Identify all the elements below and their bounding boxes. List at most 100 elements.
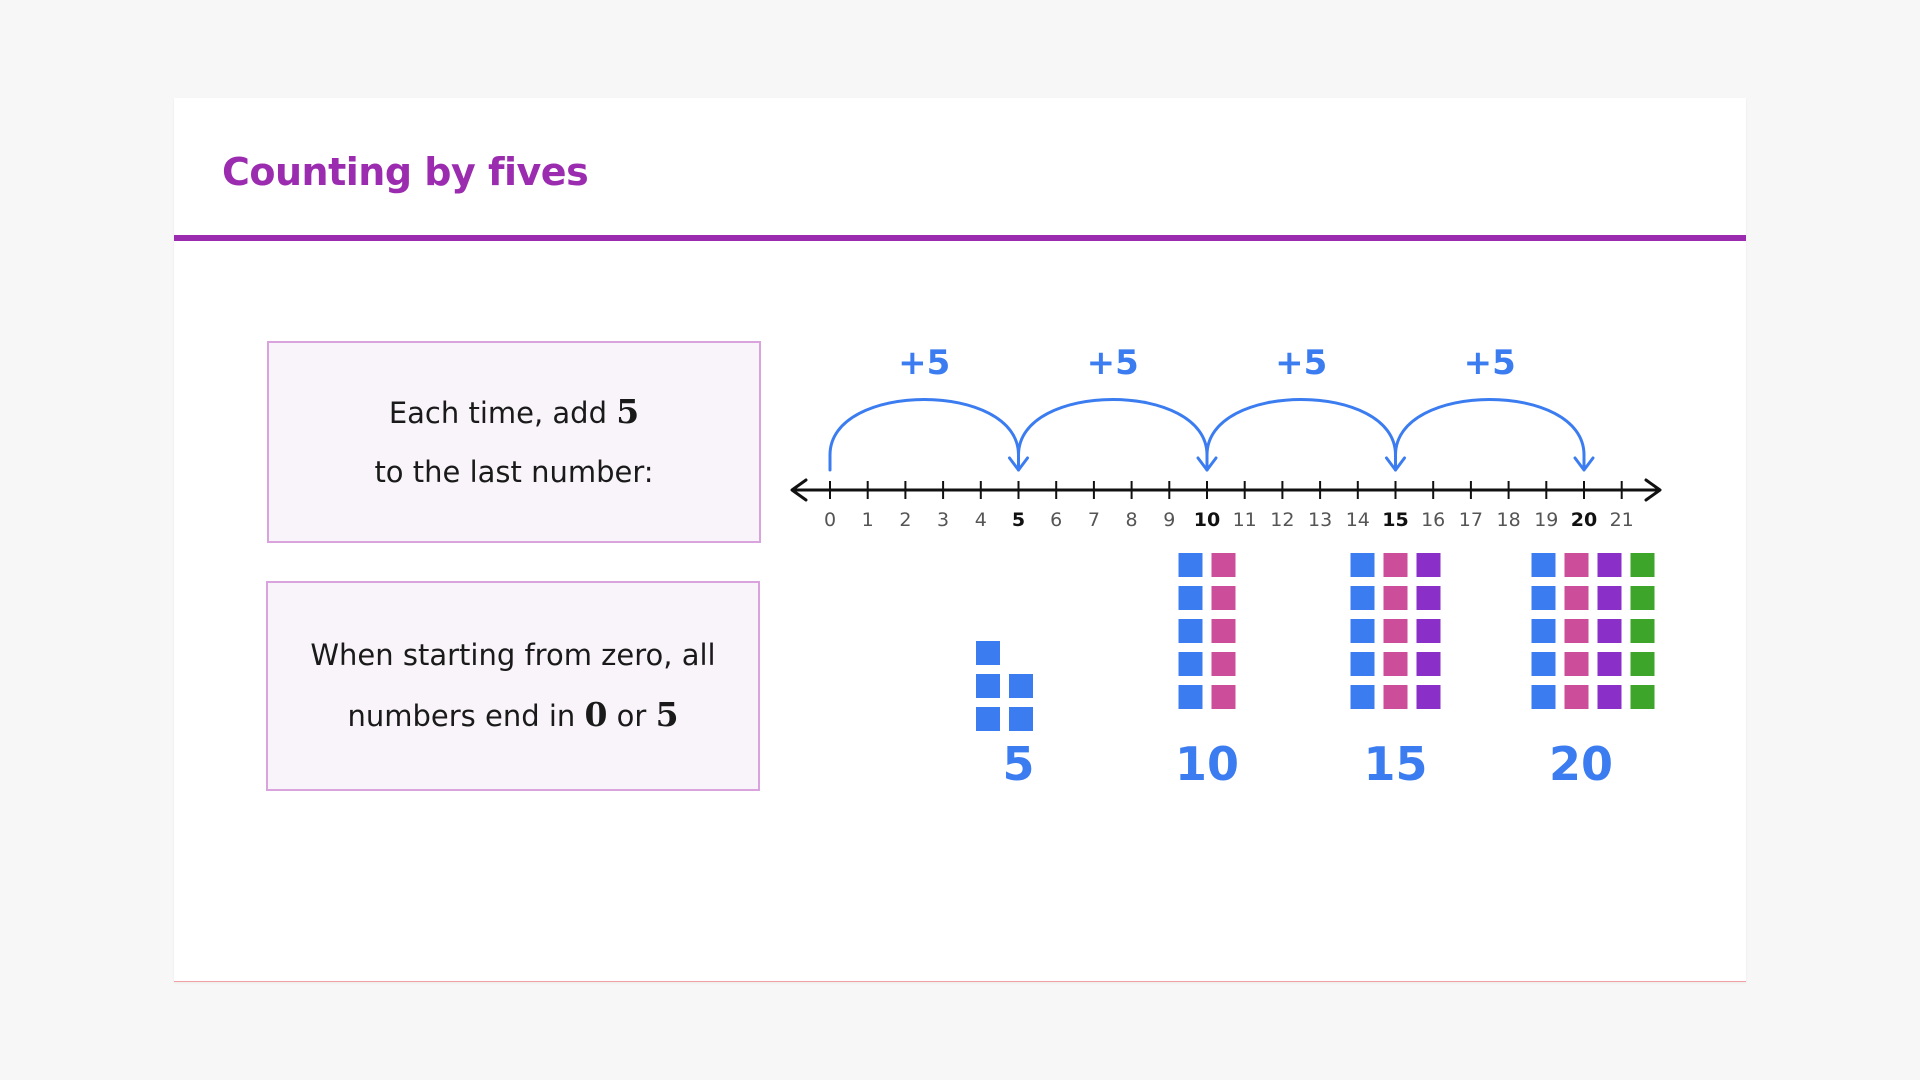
- count-block: [1630, 553, 1655, 577]
- tick-label: 19: [1534, 509, 1558, 531]
- count-block: [1531, 586, 1556, 610]
- right-arrowhead: [1644, 478, 1662, 502]
- count-block: [1531, 553, 1556, 577]
- count-block: [1350, 652, 1375, 676]
- tick-label: 12: [1270, 509, 1294, 531]
- count-block: [1564, 685, 1589, 709]
- count-block: [1630, 652, 1655, 676]
- count-block: [1597, 652, 1622, 676]
- jump-arrowhead: [1573, 456, 1595, 472]
- tick-label: 18: [1497, 509, 1521, 531]
- rule-box: Each time, add 5 to the last number:: [267, 341, 761, 543]
- count-block: [1178, 553, 1203, 577]
- tick-label: 13: [1308, 509, 1332, 531]
- count-block: [1211, 553, 1236, 577]
- group-total-label: 10: [1175, 737, 1239, 791]
- tick-label: 0: [824, 509, 836, 531]
- count-block: [1009, 674, 1033, 698]
- count-block: [1178, 619, 1203, 643]
- count-block: [1531, 685, 1556, 709]
- tick-label: 14: [1346, 509, 1370, 531]
- slide-title: Counting by fives: [222, 150, 589, 194]
- jump-label: +5: [1087, 343, 1139, 383]
- pattern-line-2: numbers end in 0 or 5: [347, 685, 678, 746]
- tick-label: 11: [1233, 509, 1257, 531]
- count-block: [1178, 652, 1203, 676]
- count-block: [1383, 619, 1408, 643]
- title-divider: [174, 235, 1746, 241]
- count-block: [1211, 619, 1236, 643]
- count-block: [1416, 619, 1441, 643]
- jump-label: +5: [1464, 343, 1516, 383]
- jump-label: +5: [898, 343, 950, 383]
- tick-label: 15: [1382, 509, 1408, 531]
- group-total-label: 20: [1549, 737, 1613, 791]
- tick-label: 2: [899, 509, 911, 531]
- group-total-label: 5: [1002, 737, 1034, 791]
- count-block: [1416, 685, 1441, 709]
- count-block: [1383, 652, 1408, 676]
- jump-label: +5: [1275, 343, 1327, 383]
- count-block: [1383, 553, 1408, 577]
- count-block: [1350, 553, 1375, 577]
- left-arrowhead: [790, 478, 808, 502]
- count-block: [1211, 685, 1236, 709]
- slide: Counting by fives Each time, add 5 to th…: [174, 98, 1746, 982]
- jump-arc: [828, 398, 1020, 472]
- rule-number: 5: [616, 392, 640, 431]
- pattern-text: numbers end in: [347, 699, 585, 733]
- count-block: [1178, 586, 1203, 610]
- jump-arc: [1394, 398, 1586, 472]
- count-block: [1009, 707, 1033, 731]
- tick-label: 8: [1126, 509, 1138, 531]
- tick-label: 16: [1421, 509, 1445, 531]
- count-block: [1564, 652, 1589, 676]
- count-block: [1211, 586, 1236, 610]
- count-block: [1531, 619, 1556, 643]
- rule-text: Each time, add: [388, 396, 617, 430]
- count-block: [1564, 619, 1589, 643]
- count-block: [1630, 685, 1655, 709]
- count-block: [1416, 586, 1441, 610]
- jump-arc: [1017, 398, 1209, 472]
- count-block: [1350, 685, 1375, 709]
- jump-arc: [1205, 398, 1397, 472]
- count-block: [1597, 619, 1622, 643]
- rule-line-1: Each time, add 5: [389, 382, 639, 443]
- tick-label: 5: [1012, 509, 1025, 531]
- tick-label: 17: [1459, 509, 1483, 531]
- pattern-digit-zero: 0: [584, 695, 608, 734]
- tick-label: 6: [1050, 509, 1062, 531]
- count-block: [1383, 685, 1408, 709]
- tick-label: 9: [1163, 509, 1175, 531]
- rule-line-2: to the last number:: [374, 455, 654, 489]
- count-block: [1630, 619, 1655, 643]
- count-block: [1630, 586, 1655, 610]
- count-block: [976, 641, 1000, 665]
- count-block: [1597, 586, 1622, 610]
- pattern-digit-five: 5: [655, 695, 679, 734]
- count-block: [1564, 553, 1589, 577]
- pattern-box: When starting from zero, all numbers end…: [266, 581, 760, 791]
- pattern-or-text: or: [607, 699, 656, 733]
- tick-label: 21: [1610, 509, 1634, 531]
- count-block: [976, 674, 1000, 698]
- tick-label: 10: [1194, 509, 1220, 531]
- count-block: [1383, 586, 1408, 610]
- count-block: [1350, 619, 1375, 643]
- count-block: [1416, 652, 1441, 676]
- count-block: [1211, 652, 1236, 676]
- count-block: [1178, 685, 1203, 709]
- pattern-line-1: When starting from zero, all: [310, 638, 716, 672]
- tick-label: 7: [1088, 509, 1100, 531]
- count-block: [976, 707, 1000, 731]
- tick-label: 4: [975, 509, 987, 531]
- count-block: [1597, 685, 1622, 709]
- tick-label: 1: [862, 509, 874, 531]
- count-block: [1531, 652, 1556, 676]
- group-total-label: 15: [1363, 737, 1427, 791]
- count-block: [1597, 553, 1622, 577]
- count-block: [1416, 553, 1441, 577]
- count-block: [1564, 586, 1589, 610]
